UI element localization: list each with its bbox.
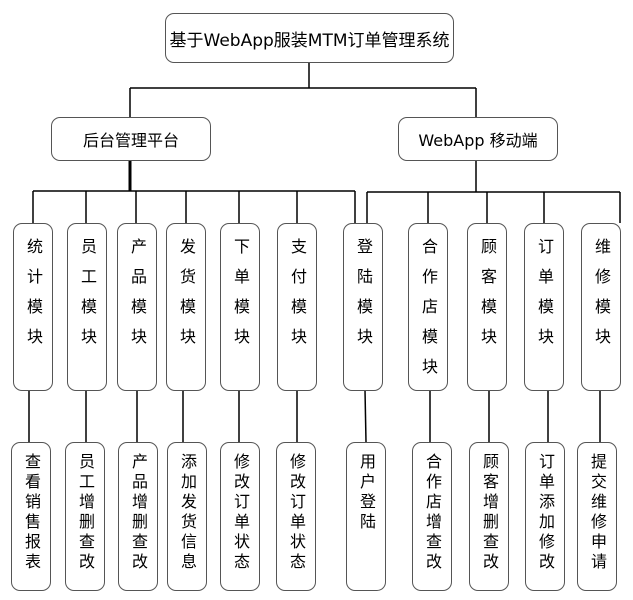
leaf-label: 合作店增查改 <box>423 453 442 573</box>
leaf-view-sales-report: 查看销售报表 <box>11 442 51 591</box>
module-label: 合作店模块 <box>419 238 438 388</box>
root-label: 基于WebApp服装MTM订单管理系统 <box>169 30 450 51</box>
module-product: 产品模块 <box>117 223 157 391</box>
module-shipping: 发货模块 <box>166 223 206 391</box>
module-login: 登陆模块 <box>343 223 383 391</box>
backend-platform-label: 后台管理平台 <box>82 131 179 150</box>
module-customer: 顾客模块 <box>467 223 507 391</box>
leaf-label: 订单添加修改 <box>536 453 555 573</box>
leaf-label: 添加发货信息 <box>178 453 197 573</box>
leaf-label: 提交维修申请 <box>588 453 607 573</box>
module-order: 订单模块 <box>524 223 564 391</box>
module-label: 支付模块 <box>288 238 307 358</box>
leaf-product-crud: 产品增删查改 <box>118 442 158 591</box>
module-label: 产品模块 <box>128 238 147 358</box>
module-employee: 员工模块 <box>67 223 107 391</box>
module-repair: 维修模块 <box>581 223 621 391</box>
leaf-user-login: 用户登陆 <box>346 442 386 591</box>
module-label: 发货模块 <box>177 238 196 358</box>
module-ordering: 下单模块 <box>220 223 260 391</box>
leaf-label: 用户登陆 <box>357 453 376 533</box>
leaf-customer-crud: 顾客增删查改 <box>469 442 509 591</box>
webapp-mobile-label: WebApp 移动端 <box>418 131 538 150</box>
module-statistics: 统计模块 <box>13 223 53 391</box>
webapp-mobile-node: WebApp 移动端 <box>398 117 558 161</box>
module-label: 员工模块 <box>78 238 97 358</box>
leaf-order-add-modify: 订单添加修改 <box>525 442 565 591</box>
leaf-label: 修改订单状态 <box>287 453 306 573</box>
root-node: 基于WebApp服装MTM订单管理系统 <box>165 13 454 63</box>
leaf-add-shipping-info: 添加发货信息 <box>167 442 207 591</box>
connector-l7 <box>364 389 367 443</box>
module-label: 顾客模块 <box>478 238 497 358</box>
leaf-employee-crud: 员工增删查改 <box>65 442 105 591</box>
backend-platform-node: 后台管理平台 <box>51 117 211 161</box>
leaf-label: 查看销售报表 <box>22 453 41 573</box>
leaf-submit-repair-request: 提交维修申请 <box>577 442 617 591</box>
module-label: 统计模块 <box>24 238 43 358</box>
module-label: 登陆模块 <box>354 238 373 358</box>
leaf-partner-store-crud: 合作店增查改 <box>412 442 452 591</box>
leaf-label: 产品增删查改 <box>129 453 148 573</box>
leaf-modify-order-status: 修改订单状态 <box>220 442 260 591</box>
leaf-label: 修改订单状态 <box>231 453 250 573</box>
module-label: 下单模块 <box>231 238 250 358</box>
leaf-label: 员工增删查改 <box>76 453 95 573</box>
module-label: 订单模块 <box>535 238 554 358</box>
leaf-label: 顾客增删查改 <box>480 453 499 573</box>
module-partner-store: 合作店模块 <box>408 223 448 391</box>
module-payment: 支付模块 <box>277 223 317 391</box>
leaf-modify-order-status-payment: 修改订单状态 <box>276 442 316 591</box>
module-label: 维修模块 <box>592 238 611 358</box>
